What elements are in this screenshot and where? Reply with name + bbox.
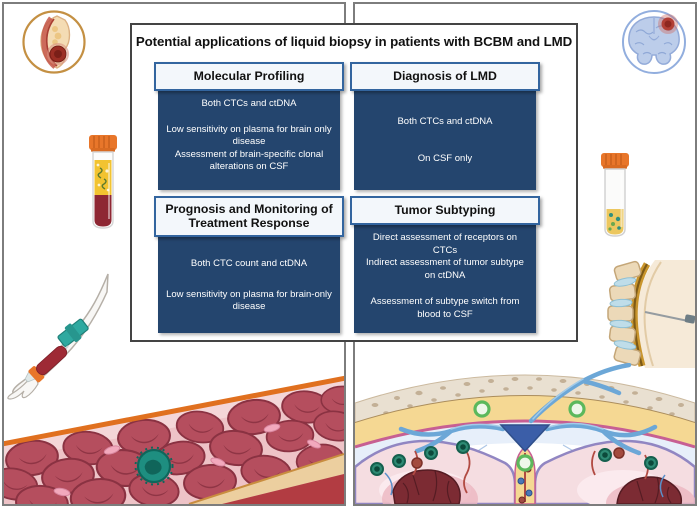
- box-paragraph: Assessment of brain-specific clonal alte…: [174, 148, 324, 173]
- box-body-prognosis-monitoring: Both CTC count and ctDNA Low sensitivity…: [158, 236, 340, 333]
- app-box-prognosis-monitoring: Prognosis and Monitoring of Treatment Re…: [154, 196, 344, 333]
- box-paragraph: Direct assessment of receptors on CTCs: [372, 232, 518, 256]
- ctc-cell: [134, 446, 174, 486]
- central-infobox: Potential applications of liquid biopsy …: [130, 23, 578, 342]
- box-paragraph: Indirect assessment of tumor subtype on …: [366, 257, 524, 281]
- box-paragraph: Both CTCs and ctDNA: [397, 116, 493, 127]
- lumbar-puncture-spine-icon: [607, 260, 695, 368]
- box-body-molecular-profiling: Both CTCs and ctDNA Low sensitivity on p…: [158, 90, 340, 190]
- box-paragraph: Low sensitivity on plasma for brain only…: [166, 123, 332, 148]
- box-paragraph: Assessment of subtype switch from blood …: [370, 296, 520, 320]
- box-paragraph: Both CTC count and ctDNA: [190, 258, 308, 269]
- box-header-molecular-profiling: Molecular Profiling: [154, 62, 344, 91]
- app-box-molecular-profiling: Molecular Profiling Both CTCs and ctDNA …: [154, 62, 344, 190]
- applications-grid: Molecular Profiling Both CTCs and ctDNA …: [154, 62, 540, 333]
- box-header-prognosis-monitoring: Prognosis and Monitoring of Treatment Re…: [154, 196, 344, 237]
- brain-metastasis-icon: [622, 10, 686, 74]
- breast-cross-section-icon: [22, 10, 86, 74]
- blood-draw-arm-icon: [7, 273, 109, 400]
- meninges-lmd-illustration: [355, 363, 695, 504]
- box-header-tumor-subtyping: Tumor Subtyping: [350, 196, 540, 225]
- box-paragraph: Low sensitivity on plasma for brain-only…: [166, 288, 332, 313]
- lmd-cells: [370, 440, 658, 476]
- blood-sample-tube-icon: [89, 135, 117, 229]
- csf-sample-tube-icon: [601, 153, 629, 237]
- box-body-diagnosis-of-lmd: Both CTCs and ctDNA On CSF only: [354, 90, 536, 190]
- box-paragraph: On CSF only: [417, 152, 473, 164]
- app-box-tumor-subtyping: Tumor Subtyping Direct assessment of rec…: [350, 196, 540, 333]
- app-box-diagnosis-of-lmd: Diagnosis of LMD Both CTCs and ctDNA On …: [350, 62, 540, 190]
- box-body-tumor-subtyping: Direct assessment of receptors on CTCs I…: [354, 224, 536, 333]
- box-header-diagnosis-of-lmd: Diagnosis of LMD: [350, 62, 540, 91]
- figure-title: Potential applications of liquid biopsy …: [135, 34, 573, 49]
- box-paragraph: Both CTCs and ctDNA: [201, 98, 297, 109]
- green-ring-cells: [473, 400, 586, 472]
- blood-vessel-ctc-illustration: [4, 375, 344, 504]
